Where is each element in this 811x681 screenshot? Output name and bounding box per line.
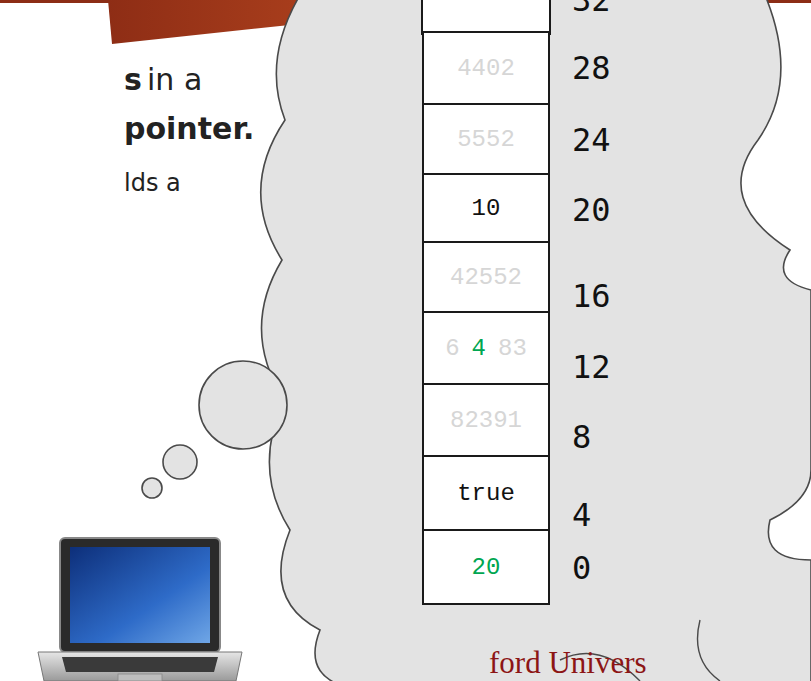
cell-value: 4402 xyxy=(457,55,515,82)
cell-value: 42552 xyxy=(450,264,522,291)
slide-text: s xyxy=(124,65,142,95)
cloud-bump xyxy=(698,620,721,681)
memory-address: 24 xyxy=(572,124,611,156)
memory-cell: 4402 xyxy=(422,31,550,105)
memory-address: 8 xyxy=(572,421,591,453)
memory-address: 0 xyxy=(572,552,591,584)
thought-cloud xyxy=(261,0,811,681)
slide-text: in a xyxy=(147,65,202,95)
laptop-illustration xyxy=(38,538,242,681)
cell-value: 83 xyxy=(498,335,527,362)
cell-value: 20 xyxy=(472,554,501,581)
slide-text: lds a xyxy=(124,171,181,195)
thought-bubble xyxy=(199,361,287,449)
thought-bubble xyxy=(142,478,162,498)
cell-value: 4 xyxy=(472,335,486,362)
memory-address: 4 xyxy=(572,499,591,531)
slide-text: pointer. xyxy=(124,114,254,144)
memory-cell: true xyxy=(422,455,550,531)
cell-value: 5552 xyxy=(457,126,515,153)
cell-value: 6 xyxy=(445,335,459,362)
memory-cell: 42552 xyxy=(422,241,550,313)
cell-value: true xyxy=(457,480,515,507)
memory-address: 16 xyxy=(572,280,611,312)
memory-cell: 5552 xyxy=(422,103,550,175)
memory-address: 20 xyxy=(572,194,611,226)
cell-value: 10 xyxy=(472,195,501,222)
memory-address: 32 xyxy=(572,0,611,16)
thought-bubble xyxy=(163,445,197,479)
memory-cell: 82391 xyxy=(422,383,550,457)
cell-value: 82391 xyxy=(450,407,522,434)
memory-cell: 64 83 xyxy=(422,311,550,385)
memory-cell xyxy=(422,0,550,34)
memory-address: 12 xyxy=(572,351,611,383)
memory-cell: 20 xyxy=(422,529,550,605)
memory-address: 28 xyxy=(572,52,611,84)
memory-cell: 10 xyxy=(422,173,550,243)
footer-logo: ford Univers xyxy=(489,647,647,678)
